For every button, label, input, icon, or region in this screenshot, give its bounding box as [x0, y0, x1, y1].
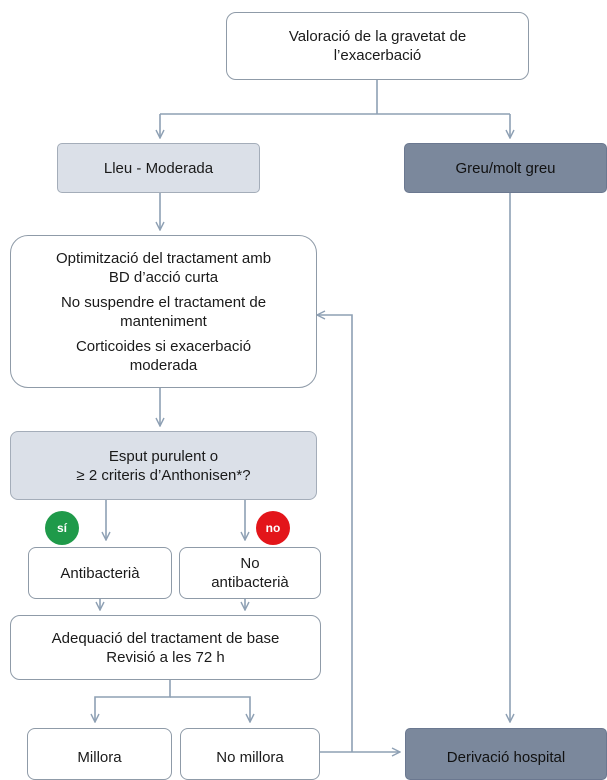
treatment-item-corticoids: Corticoides si exacerbació moderada: [75, 337, 252, 374]
connector-adequacy-split: [95, 680, 171, 722]
adequacy-line2: Revisió a les 72 h: [106, 648, 225, 666]
treatment-box: Optimització del tractament amb BD d’acc…: [10, 235, 317, 388]
question-text-line1: Esput purulent o: [108, 447, 219, 465]
improves-box: Millora: [27, 728, 172, 780]
treatment-item-bronchodilator: Optimització del tractament amb BD d’acc…: [55, 249, 272, 286]
antibiotic-box: Antibacterià: [28, 547, 172, 599]
no-antibiotic-line2: antibacterià: [211, 574, 289, 591]
assessment-text-line1: Valoració de la gravetat de: [288, 28, 467, 45]
mild-moderate-box: Lleu - Moderada: [57, 143, 260, 193]
question-text-line2: ≥ 2 criteris d’Anthonisen*?: [76, 466, 251, 484]
no-antibiotic-line1: No: [240, 555, 260, 572]
treatment-item-maintenance: No suspendre el tractament de mantenimen…: [60, 293, 267, 330]
adequacy-line1: Adequació del tractament de base: [51, 629, 280, 647]
connector-to-mild: [160, 113, 510, 138]
no-improve-label: No millora: [216, 749, 284, 766]
connector-noimprove-loop: [317, 315, 353, 752]
mild-moderate-label: Lleu - Moderada: [103, 159, 214, 177]
severe-label: Greu/molt greu: [455, 159, 556, 177]
hospital-referral-box: Derivació hospital: [405, 728, 607, 780]
no-badge: no: [256, 511, 290, 545]
no-improve-box: No millora: [180, 728, 320, 780]
antibiotic-label: Antibacterià: [60, 564, 140, 582]
connector-adequacy-to-noimprove: [170, 696, 250, 722]
assessment-text-line2: l’exacerbació: [333, 47, 422, 64]
yes-badge: sí: [45, 511, 79, 545]
assessment-box: Valoració de la gravetat de l’exacerbaci…: [226, 12, 529, 80]
no-antibiotic-box: No antibacterià: [179, 547, 321, 599]
severe-box: Greu/molt greu: [404, 143, 607, 193]
question-box: Esput purulent o ≥ 2 criteris d’Anthonis…: [10, 431, 317, 500]
adequacy-box: Adequació del tractament de base Revisió…: [10, 615, 321, 680]
improves-label: Millora: [77, 749, 122, 766]
hospital-referral-label: Derivació hospital: [446, 749, 566, 766]
